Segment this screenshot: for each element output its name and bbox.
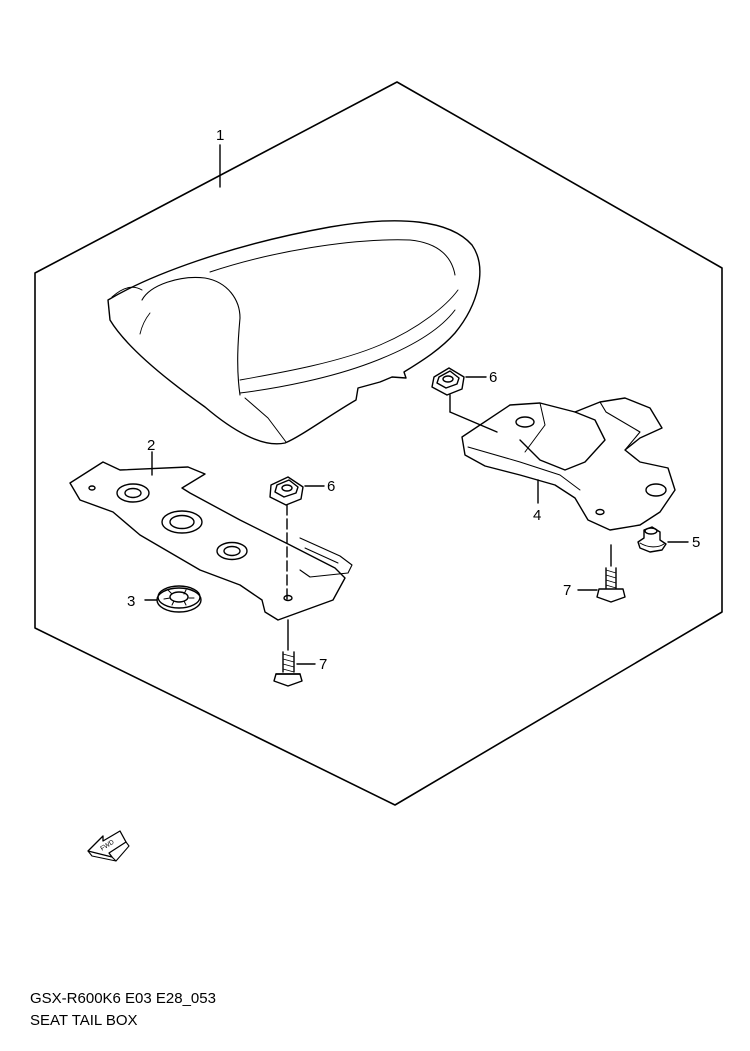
washer-part — [156, 585, 202, 613]
clip-nut-right-part — [431, 367, 465, 396]
diagram-title-caption: SEAT TAIL BOX — [30, 1012, 138, 1029]
axis-line-right-nut-2 — [449, 411, 498, 433]
bolt-right-part — [596, 567, 626, 603]
clip-nut-left-part — [269, 476, 304, 506]
diagram-code-caption: GSX-R600K6 E03 E28_053 — [30, 990, 216, 1007]
seat-cover-part — [107, 220, 481, 445]
fwd-arrow-icon: FWD — [87, 830, 130, 862]
callout-6-right: 6 — [489, 369, 497, 386]
plate-part — [461, 397, 676, 531]
cushion-part — [637, 526, 667, 553]
callout-6-left: 6 — [327, 478, 335, 495]
callout-4: 4 — [533, 507, 541, 524]
callout-1: 1 — [216, 127, 224, 144]
callout-5: 5 — [692, 534, 700, 551]
kit-hexagon-outline — [34, 81, 723, 806]
callout-7-right: 7 — [563, 582, 571, 599]
bolt-left-part — [273, 651, 303, 687]
bracket-part — [69, 461, 353, 621]
callout-7-left: 7 — [319, 656, 327, 673]
callout-3: 3 — [127, 593, 135, 610]
callout-2: 2 — [147, 437, 155, 454]
